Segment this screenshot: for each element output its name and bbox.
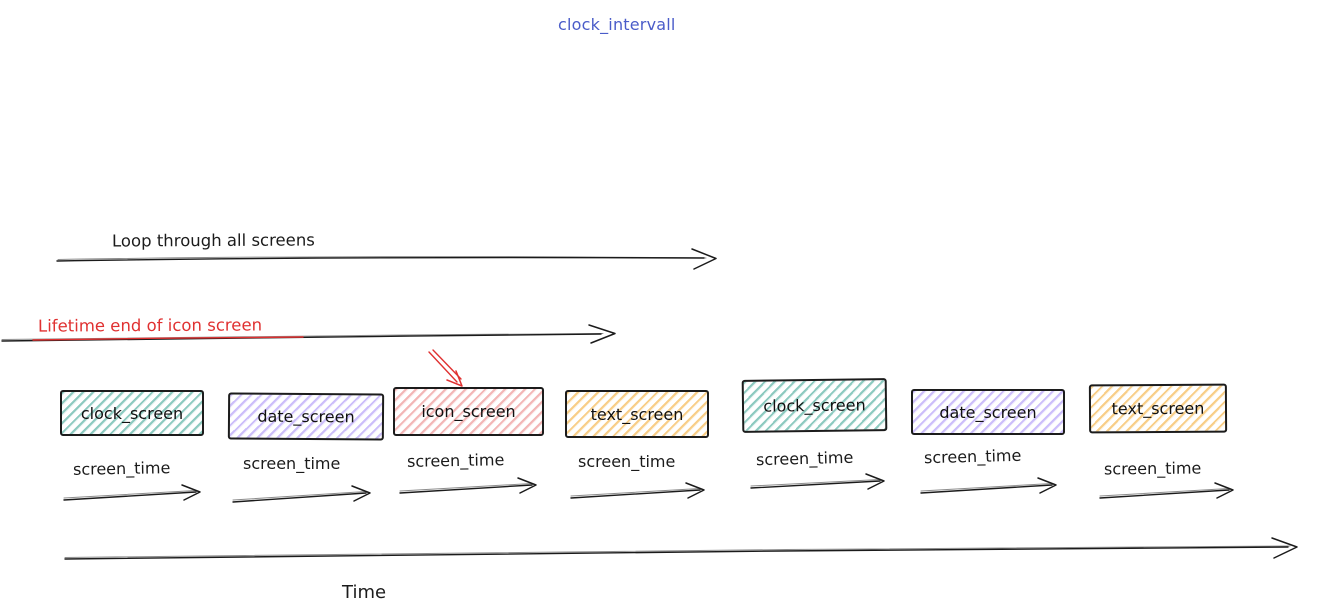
arrow-head bbox=[685, 482, 705, 499]
screen-time-arrow-6[interactable] bbox=[920, 477, 1057, 494]
screen-box-label: clock_screen bbox=[80, 403, 184, 423]
arrow-shaft-echo bbox=[63, 490, 197, 499]
screen-time-arrow-3[interactable] bbox=[399, 477, 537, 494]
screen-box-label: clock_screen bbox=[763, 395, 866, 416]
loop-arrow[interactable] bbox=[56, 248, 717, 270]
screen-box-clock-2[interactable]: clock_screen bbox=[741, 378, 888, 433]
lifetime-label-underline bbox=[32, 336, 304, 341]
arrow-head bbox=[517, 477, 537, 494]
screen-time-label-7[interactable]: screen_time bbox=[1103, 458, 1202, 479]
screen-time-label-1[interactable]: screen_time bbox=[72, 458, 171, 479]
screen-box-text-1[interactable]: text_screen bbox=[565, 390, 709, 438]
screen-box-label: icon_screen bbox=[421, 402, 516, 421]
arrow-shaft bbox=[570, 489, 701, 499]
arrow-shaft bbox=[1099, 489, 1230, 499]
loop-arrow-label[interactable]: Loop through all screens bbox=[111, 230, 315, 251]
time-axis-arrow[interactable] bbox=[64, 537, 1298, 560]
screen-box-label: date_screen bbox=[257, 406, 355, 427]
arrow-head bbox=[865, 473, 885, 490]
arrow-shaft-echo bbox=[920, 483, 1053, 492]
arrow-shaft bbox=[64, 546, 1289, 560]
arrow-head bbox=[1037, 477, 1057, 494]
screen-time-arrow-1[interactable] bbox=[63, 484, 201, 501]
icon-screen-pointer-arrow[interactable] bbox=[428, 349, 463, 387]
arrow-shaft-echo bbox=[1099, 488, 1230, 497]
arrow-head bbox=[691, 248, 717, 270]
arrow-shaft bbox=[399, 484, 533, 494]
arrow-shaft-echo bbox=[750, 479, 881, 487]
screen-time-label-6[interactable]: screen_time bbox=[923, 445, 1022, 468]
page-title: clock_intervall bbox=[558, 15, 676, 34]
screen-box-text-2[interactable]: text_screen bbox=[1088, 383, 1228, 434]
lifetime-arrow-label[interactable]: Lifetime end of icon screen bbox=[37, 315, 263, 336]
screen-time-arrow-4[interactable] bbox=[570, 482, 705, 499]
arrow-head bbox=[588, 324, 616, 344]
arrow-head bbox=[181, 484, 201, 501]
arrow-shaft-echo bbox=[570, 488, 701, 497]
screen-box-date-2[interactable]: date_screen bbox=[911, 389, 1065, 435]
screen-time-label-4[interactable]: screen_time bbox=[578, 452, 676, 471]
arrow-shaft-echo bbox=[64, 545, 1291, 558]
arrow-shaft-echo bbox=[432, 349, 462, 380]
arrow-shaft bbox=[920, 484, 1053, 494]
arrow-head bbox=[351, 485, 371, 502]
arrow-shaft-echo bbox=[57, 256, 707, 260]
arrow-shaft bbox=[56, 256, 705, 262]
screen-time-arrow-7[interactable] bbox=[1099, 482, 1234, 499]
screen-box-label: date_screen bbox=[939, 402, 1037, 422]
screen-time-arrow-2[interactable] bbox=[232, 485, 371, 503]
arrow-shaft bbox=[750, 480, 881, 489]
screen-box-label: text_screen bbox=[1111, 398, 1205, 419]
arrow-shaft-echo bbox=[232, 491, 367, 501]
screen-box-date-1[interactable]: date_screen bbox=[227, 392, 385, 441]
arrow-head bbox=[1214, 482, 1234, 499]
screen-time-label-2[interactable]: screen_time bbox=[243, 454, 341, 473]
underline-stroke bbox=[32, 336, 304, 341]
arrow-shaft bbox=[232, 492, 367, 503]
arrow-shaft-echo bbox=[399, 483, 533, 492]
screen-time-label-5[interactable]: screen_time bbox=[755, 447, 854, 470]
screen-box-label: text_screen bbox=[590, 404, 684, 424]
arrow-head bbox=[1271, 537, 1298, 559]
screen-time-label-3[interactable]: screen_time bbox=[406, 450, 505, 471]
screen-time-arrow-5[interactable] bbox=[750, 473, 885, 490]
screen-box-icon[interactable]: icon_screen bbox=[393, 387, 544, 436]
screen-box-clock-1[interactable]: clock_screen bbox=[60, 390, 204, 436]
time-axis-label[interactable]: Time bbox=[342, 582, 387, 603]
arrow-shaft bbox=[63, 491, 197, 501]
arrow-head bbox=[446, 370, 463, 387]
arrow-shaft bbox=[428, 351, 458, 383]
